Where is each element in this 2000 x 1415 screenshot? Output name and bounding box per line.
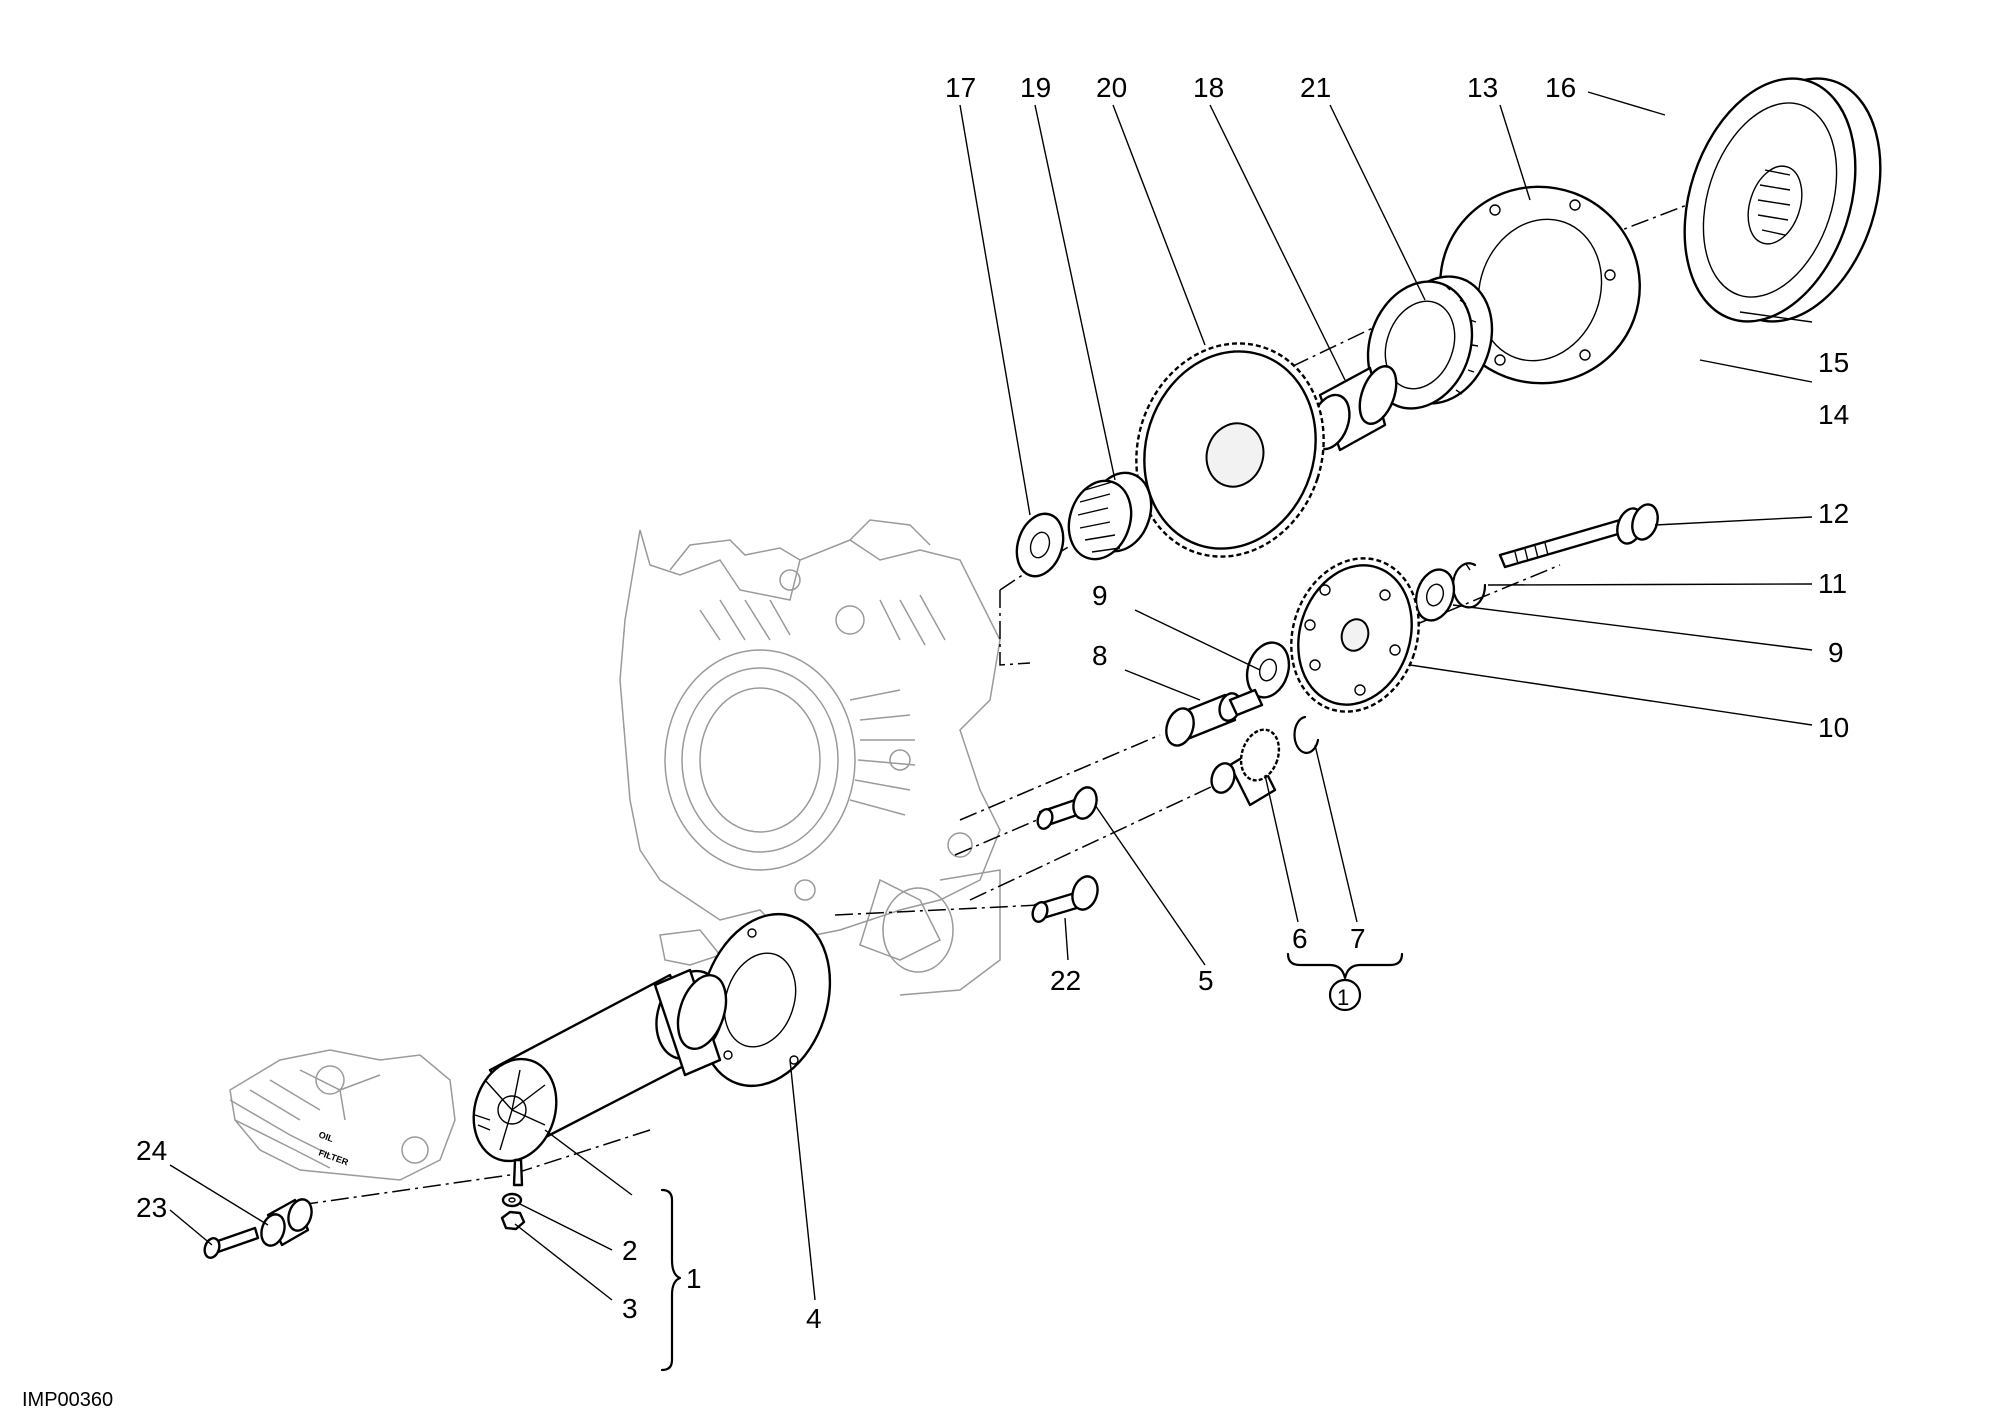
engine-crankcase <box>619 519 1001 996</box>
circlip-7 <box>1293 715 1320 754</box>
callout-3: 3 <box>622 1293 638 1324</box>
callout-11: 11 <box>1818 568 1847 599</box>
washer-2 <box>501 1192 523 1208</box>
callout-19: 19 <box>1020 72 1051 103</box>
screw-5 <box>1036 786 1098 830</box>
oil-label: OIL <box>317 1129 335 1144</box>
oil-filter-housing: OIL FILTER <box>229 1049 456 1181</box>
callout-5: 5 <box>1198 965 1214 996</box>
callout-8: 8 <box>1092 640 1108 671</box>
callout-9-right: 9 <box>1828 637 1844 668</box>
circlip-11 <box>1451 562 1487 609</box>
nut-3 <box>500 1210 526 1231</box>
callout-22: 22 <box>1050 965 1081 996</box>
callout-2: 2 <box>622 1235 638 1266</box>
callout-10: 10 <box>1818 712 1849 743</box>
starter-motor <box>472 968 728 1187</box>
callout-17: 17 <box>945 72 976 103</box>
callout-23: 23 <box>136 1192 167 1223</box>
starter-gear-large <box>1135 342 1325 558</box>
callout-13: 13 <box>1467 72 1498 103</box>
callout-labels: 17 19 20 18 21 13 16 15 14 12 11 9 9 10 … <box>136 72 1849 1334</box>
callout-7: 7 <box>1350 923 1366 954</box>
starter-pinion <box>1210 728 1281 807</box>
needle-roller-bearing <box>1067 471 1153 561</box>
leader-lines <box>169 91 1813 1301</box>
callout-4: 4 <box>806 1303 822 1334</box>
callout-12: 12 <box>1818 498 1849 529</box>
callout-15: 15 <box>1818 347 1849 378</box>
bushing <box>1309 365 1398 452</box>
callout-16: 16 <box>1545 72 1576 103</box>
callout-18: 18 <box>1193 72 1224 103</box>
washer-9-right <box>1414 568 1456 622</box>
callout-20: 20 <box>1096 72 1127 103</box>
long-screw <box>1498 503 1659 569</box>
bolt-23 <box>203 1226 260 1259</box>
intermediate-gear <box>1290 557 1420 713</box>
washer-17 <box>1015 512 1065 578</box>
group-braces <box>660 952 1404 1372</box>
callout-24: 24 <box>136 1135 167 1166</box>
screw-22 <box>1031 875 1099 923</box>
figure-code: IMP00360 <box>22 1389 113 1410</box>
spacer-24 <box>260 1198 313 1247</box>
callout-circled-1: 1 <box>1337 985 1349 1010</box>
callout-14: 14 <box>1818 399 1849 430</box>
callout-1: 1 <box>686 1263 702 1294</box>
idler-shaft <box>1165 688 1264 747</box>
callout-6: 6 <box>1292 923 1308 954</box>
starter-motor-flange <box>698 912 832 1088</box>
callout-9-left: 9 <box>1092 580 1108 611</box>
callout-21: 21 <box>1300 72 1331 103</box>
flywheel <box>1683 77 1882 323</box>
